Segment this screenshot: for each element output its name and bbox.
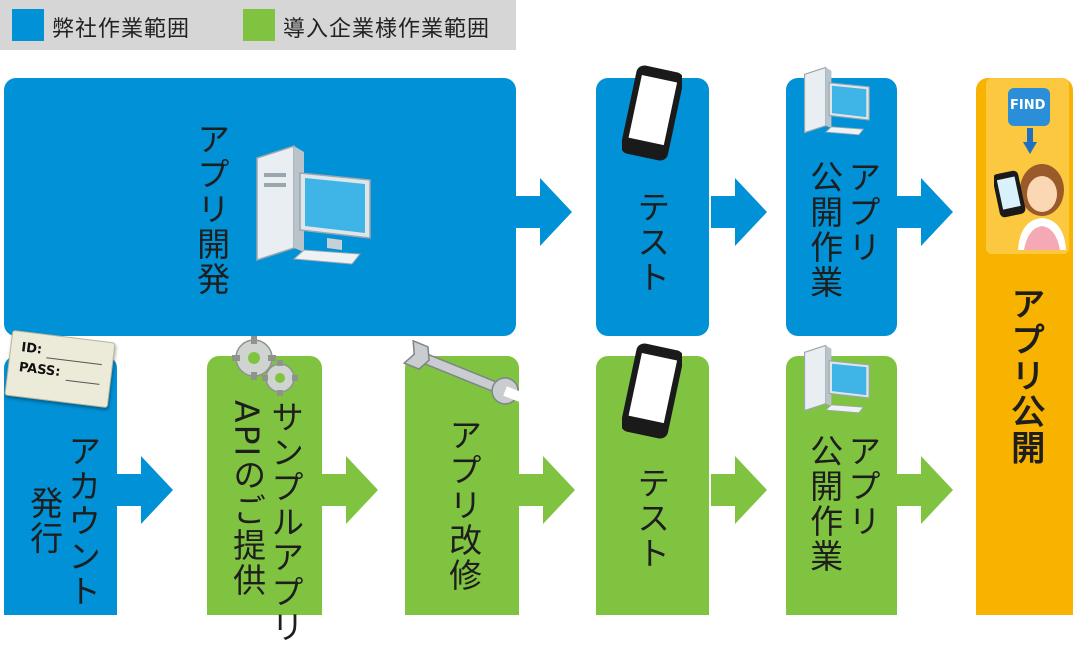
wrench-icon (400, 340, 526, 410)
gears-icon (230, 334, 300, 398)
step-app-development-label: アプリ開発 (191, 122, 231, 297)
step-app-development: アプリ開発 (4, 78, 516, 336)
step-account-issue-label-1: アカウント (62, 434, 102, 609)
step-test-top-label: テスト (631, 190, 671, 295)
arrow-bottom-4 (711, 456, 767, 524)
arrow-bottom-5 (897, 456, 953, 524)
smartphone-icon (622, 64, 682, 164)
step-publish-work-bottom-label-2: 公開作業 (804, 434, 844, 574)
step-publish-work-bottom-label-1: アプリ (842, 434, 882, 539)
legend-label-own: 弊社作業範囲 (52, 17, 191, 42)
step-sample-app-api-label-2: APIのご提供 (227, 400, 267, 599)
id-card-id-label: ID: (20, 340, 43, 358)
arrow-bottom-1 (117, 456, 173, 524)
smartphone-icon (622, 342, 682, 442)
step-account-issue-label-2: 発行 (24, 486, 64, 556)
legend-swatch-client (243, 9, 275, 41)
step-publish-work-top: アプリ 公開作業 (786, 66, 897, 336)
person-phone-icon (994, 150, 1074, 250)
find-logo-text: FIND (1010, 98, 1046, 113)
arrow-bottom-2 (322, 456, 378, 524)
find-logo-icon: FIND (1008, 88, 1050, 126)
step-test-bottom-label: テスト (631, 466, 671, 571)
step-publish-work-top-label-2: 公開作業 (804, 160, 844, 300)
step-sample-app-api: サンプルアプリ APIのご提供 (207, 356, 322, 645)
step-app-modification: アプリ改修 (405, 356, 519, 615)
step-publish-work-top-label-1: アプリ (842, 160, 882, 265)
arrow-top-3 (897, 178, 953, 246)
arrow-top-2 (711, 178, 767, 246)
arrow-top-1 (516, 178, 572, 246)
computer-icon (796, 340, 876, 416)
step-app-release: FIND アプリ公開 (976, 78, 1073, 615)
arrow-bottom-3 (519, 456, 575, 524)
step-app-modification-label: アプリ改修 (443, 418, 483, 593)
legend: 弊社作業範囲 導入企業様作業範囲 (0, 0, 516, 50)
id-card-icon: ID: PASS: (4, 329, 116, 409)
legend-label-client: 導入企業様作業範囲 (283, 17, 491, 42)
step-app-release-label: アプリ公開 (1004, 286, 1045, 466)
id-card-pass-label: PASS: (17, 360, 62, 381)
computer-icon (796, 62, 876, 138)
step-publish-work-bottom: アプリ 公開作業 (786, 344, 897, 615)
release-illustration-panel: FIND (986, 78, 1069, 254)
legend-swatch-own (12, 9, 44, 41)
step-test-bottom: テスト (596, 343, 709, 615)
arrow-down-icon (1023, 128, 1037, 154)
step-sample-app-api-label-1: サンプルアプリ (265, 400, 305, 645)
computer-icon (242, 138, 382, 268)
step-test-top: テスト (596, 65, 709, 336)
